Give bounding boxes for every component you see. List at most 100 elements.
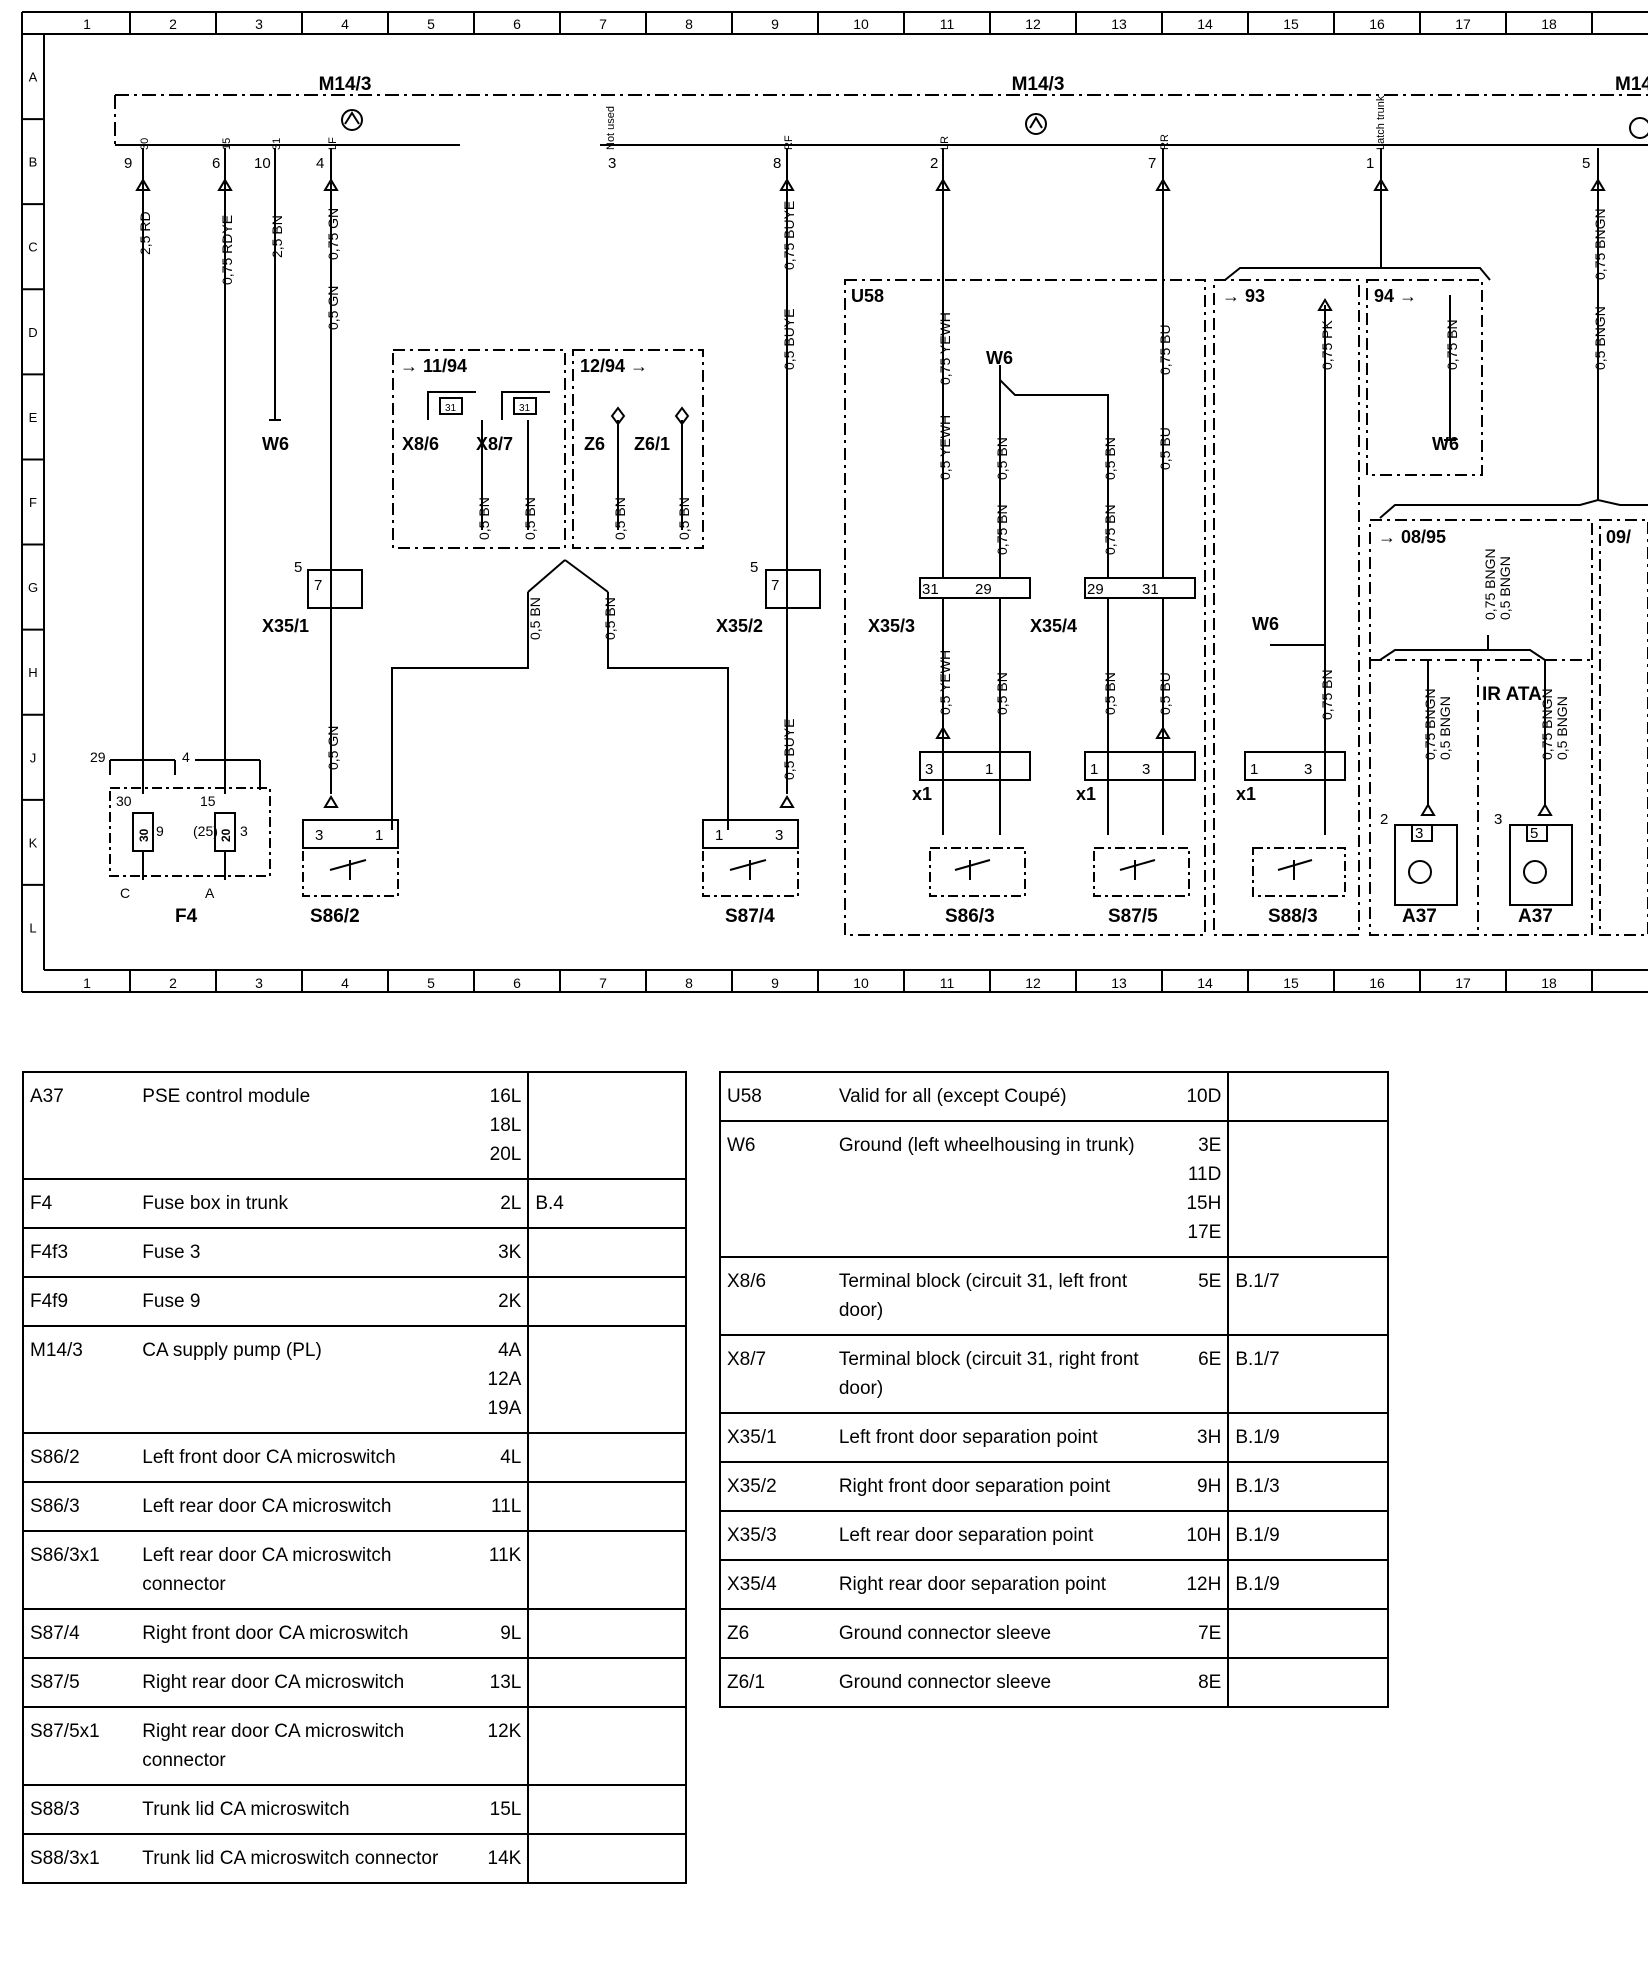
s86-2-pin-1: 1 bbox=[375, 827, 383, 844]
grid-column-label: 1 bbox=[83, 975, 91, 991]
pin-31: 31 bbox=[271, 138, 283, 150]
legend-location: 7E bbox=[1165, 1608, 1230, 1659]
grid-column-label: 11 bbox=[940, 975, 955, 991]
diagram-frame bbox=[21, 11, 1648, 993]
legend-code: X35/3 bbox=[719, 1510, 833, 1561]
a37-modules bbox=[1394, 824, 1573, 906]
legend-code: W6 bbox=[719, 1120, 833, 1258]
s87-4-pin-1: 1 bbox=[715, 827, 723, 844]
legend-reference bbox=[527, 1784, 687, 1835]
grid-row-label: K bbox=[29, 835, 38, 850]
legend-description: Left front door CA microswitch bbox=[136, 1432, 467, 1483]
ground-markers bbox=[269, 419, 1456, 441]
s87-4-label: S87/4 bbox=[725, 906, 775, 927]
grid-column-label: 8 bbox=[685, 975, 693, 991]
legend-location: 6E bbox=[1165, 1334, 1230, 1414]
legend-description: Right front door separation point bbox=[832, 1461, 1166, 1512]
grid-row-label: H bbox=[28, 665, 37, 680]
legend-reference bbox=[527, 1706, 687, 1786]
grid-column-label: 2 bbox=[169, 16, 177, 32]
x1b-pin-3: 3 bbox=[1142, 761, 1150, 778]
grid-column-label: 3 bbox=[255, 16, 263, 32]
legend-description: Left rear door CA microswitch connector bbox=[136, 1530, 467, 1610]
wire-label-05bngn-b: 0,5 BNGN bbox=[1437, 696, 1453, 760]
grid-column-label: 6 bbox=[513, 975, 521, 991]
wire-label-075pk: 0,75 PK bbox=[1319, 320, 1335, 370]
separation-points bbox=[307, 569, 1196, 609]
a37b-pin-5: 5 bbox=[1530, 825, 1538, 842]
z6-1-label: Z6/1 bbox=[634, 434, 670, 454]
x35-1-label: X35/1 bbox=[262, 616, 309, 636]
legend-description: Terminal block (circuit 31, right front … bbox=[832, 1334, 1166, 1414]
w6-ground-a: W6 bbox=[262, 434, 289, 454]
wire-label-075bngn: 0,75 BNGN bbox=[1592, 208, 1608, 280]
version-11-94: → 11/94 bbox=[400, 356, 467, 376]
pin-no-1: 1 bbox=[1366, 155, 1374, 172]
grid-column-label: 2 bbox=[169, 975, 177, 991]
legend-reference bbox=[1227, 1120, 1389, 1258]
legend-reference bbox=[1227, 1608, 1389, 1659]
legend-reference: B.1/3 bbox=[1227, 1461, 1389, 1512]
x86-pin-31: 31 bbox=[445, 403, 457, 414]
grid-row-label: B bbox=[29, 155, 38, 170]
version-08-95: → 08/95 bbox=[1378, 527, 1446, 547]
legend-description: Fuse 3 bbox=[136, 1227, 467, 1278]
legend-description: Fuse 9 bbox=[136, 1276, 467, 1327]
legend-reference: B.1/7 bbox=[1227, 1256, 1389, 1336]
legend-reference bbox=[527, 1227, 687, 1278]
pin-15: 15 bbox=[221, 138, 233, 150]
legend-reference bbox=[1227, 1657, 1389, 1708]
legend-code: A37 bbox=[21, 1071, 137, 1180]
legend-code: F4f3 bbox=[21, 1227, 137, 1278]
pin-no-8: 8 bbox=[773, 155, 781, 172]
grid-row-label: A bbox=[29, 70, 38, 85]
grid-column-label: 10 bbox=[853, 16, 869, 32]
pin-latch-trunk: Latch trunk bbox=[1375, 95, 1387, 150]
legend-location: 14K bbox=[466, 1833, 530, 1884]
legend-description: Ground connector sleeve bbox=[832, 1608, 1166, 1659]
wire-label-05bngn-c: 0,5 BNGN bbox=[1554, 696, 1570, 760]
legend-description: Valid for all (except Coupé) bbox=[832, 1071, 1166, 1122]
wire-label-075bn-b: 0,75 BN bbox=[1102, 504, 1118, 555]
legend-code: S86/3x1 bbox=[21, 1530, 137, 1610]
wire-label-05bn-low-b: 0,5 BN bbox=[1102, 672, 1118, 715]
wire-label-075bu: 0,75 BU bbox=[1157, 324, 1173, 375]
legend-code: S88/3 bbox=[21, 1784, 137, 1835]
grid-column-label: 6 bbox=[513, 16, 521, 32]
legend-description: Right rear door CA microswitch connector bbox=[136, 1706, 467, 1786]
legend-code: S87/5 bbox=[21, 1657, 137, 1708]
legend-code: S87/4 bbox=[21, 1608, 137, 1659]
pin-no-5: 5 bbox=[1582, 155, 1590, 172]
legend-reference: B.1/9 bbox=[1227, 1559, 1389, 1610]
legend-location: 2L bbox=[466, 1178, 530, 1229]
wire-label-075bn-trunk: 0,75 BN bbox=[1319, 669, 1335, 720]
motor-symbol-center bbox=[1025, 113, 1047, 135]
legend-reference bbox=[1227, 1071, 1389, 1122]
w6-ground-b: W6 bbox=[986, 348, 1013, 368]
grid-column-label: 12 bbox=[1025, 16, 1041, 32]
s87-4-pin-3: 3 bbox=[775, 827, 783, 844]
legend-location: 13L bbox=[466, 1657, 530, 1708]
version-94: 94 → bbox=[1374, 286, 1417, 306]
grid-row-label: G bbox=[28, 580, 38, 595]
legend-reference bbox=[527, 1325, 687, 1434]
legend-code: S87/5x1 bbox=[21, 1706, 137, 1786]
legend-code: Z6 bbox=[719, 1608, 833, 1659]
u58-label: U58 bbox=[851, 286, 884, 306]
wire-label-25bn: 2,5 BN bbox=[269, 215, 285, 258]
legend-reference bbox=[527, 1657, 687, 1708]
pin-no-9: 9 bbox=[124, 155, 132, 172]
wire-label-05yewh-low: 0,5 YEWH bbox=[937, 650, 953, 715]
wire-label-075bngn-a: 0,75 BNGN bbox=[1482, 548, 1498, 620]
grid-column-label: 12 bbox=[1025, 975, 1041, 991]
legend-reference bbox=[527, 1432, 687, 1483]
